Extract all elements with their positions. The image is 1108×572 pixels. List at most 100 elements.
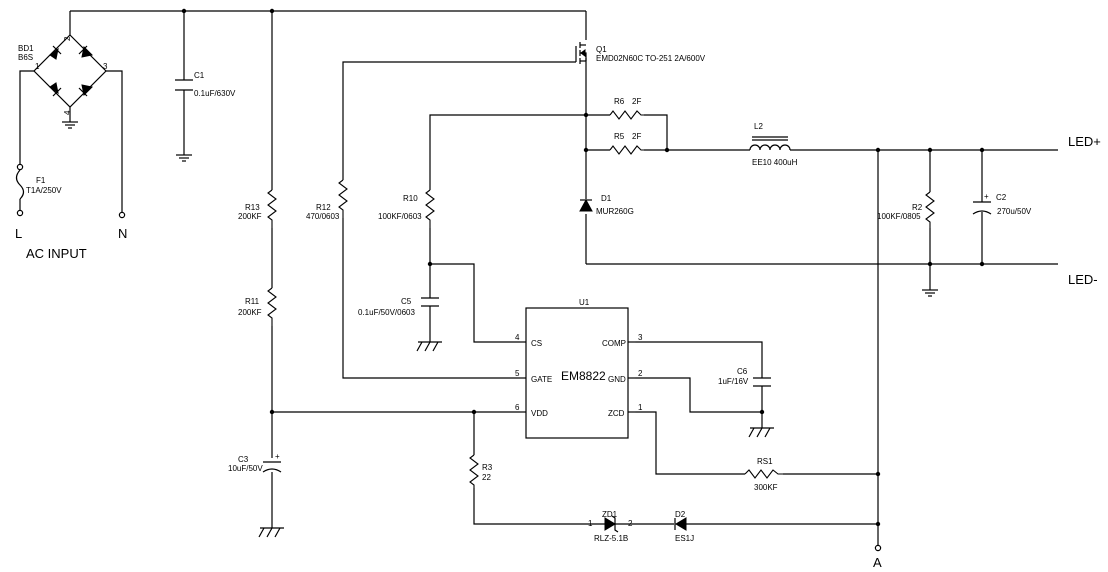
resistor-r10: R10 100KF/0603 — [378, 189, 435, 228]
mosfet-q1: Q1 EMD02N60C TO-251 2A/600V — [575, 42, 706, 64]
bd1-pin-3: 3 — [103, 62, 108, 71]
c3-value: 10uF/50V — [228, 464, 263, 473]
wires — [19, 10, 1058, 545]
chassis-ground-icon — [416, 341, 442, 352]
c5-value: 0.1uF/50V/0603 — [358, 308, 415, 317]
resistor-r3: R3 22 — [469, 454, 493, 488]
capacitor-c5: C5 0.1uF/50V/0603 — [358, 297, 439, 317]
d1-ref: D1 — [601, 194, 612, 203]
zd1-pin1: 1 — [588, 519, 593, 528]
c1-ref: C1 — [194, 71, 205, 80]
u1-pin3-num: 3 — [638, 333, 643, 342]
chassis-ground-icon — [748, 427, 774, 438]
r12-value: 470/0603 — [306, 212, 340, 221]
l2-value: EE10 400uH — [752, 158, 798, 167]
ground-icon — [922, 289, 938, 297]
ic-u1: U1 EM8822 4 CS 5 GATE 6 VDD 3 COMP 2 GND… — [515, 298, 643, 439]
r3-value: 22 — [482, 473, 491, 482]
r6-ref: R6 — [614, 97, 625, 106]
zd1-value: RLZ-5.1B — [594, 534, 628, 543]
output-labels: LED+ LED- A — [873, 134, 1101, 570]
diode-d1: D1 MUR260G — [579, 185, 634, 216]
inductor-l2: L2 EE10 400uH — [749, 122, 798, 167]
resistor-r12: R12 470/0603 — [306, 179, 348, 221]
r6-value: 2F — [632, 97, 641, 106]
f1-value: T1A/250V — [26, 186, 62, 195]
zener-diode-zd1: ZD1 RLZ-5.1B 1 2 — [588, 510, 633, 543]
u1-pin6-num: 6 — [515, 403, 520, 412]
diode-d2: D2 ES1J — [674, 510, 694, 543]
r5-value: 2F — [632, 132, 641, 141]
r5-ref: R5 — [614, 132, 625, 141]
led-plus-label: LED+ — [1068, 134, 1101, 149]
q1-value: EMD02N60C TO-251 2A/600V — [596, 54, 706, 63]
r10-value: 100KF/0603 — [378, 212, 422, 221]
c3-ref: C3 — [238, 455, 249, 464]
c2-plus: + — [984, 192, 989, 201]
rs1-ref: RS1 — [757, 457, 773, 466]
r13-ref: R13 — [245, 203, 260, 212]
d1-value: MUR260G — [596, 207, 634, 216]
u1-pin-cs: CS — [531, 339, 542, 348]
r3-ref: R3 — [482, 463, 493, 472]
c6-ref: C6 — [737, 367, 748, 376]
ground-icon — [176, 154, 192, 162]
capacitor-c2: + C2 270u/50V — [972, 192, 1032, 216]
u1-pin-gnd: GND — [608, 375, 626, 384]
u1-pin-comp: COMP — [602, 339, 626, 348]
u1-pin-gate: GATE — [531, 375, 552, 384]
junction-dots — [181, 8, 985, 527]
zd1-ref: ZD1 — [602, 510, 618, 519]
rs1-value: 300KF — [754, 483, 778, 492]
bd1-pin-2: 2 — [63, 36, 72, 41]
ground-symbols — [62, 121, 938, 538]
capacitor-c6: C6 1uF/16V — [718, 367, 771, 387]
bd1-value: B6S — [18, 53, 33, 62]
resistor-rs1: RS1 300KF — [744, 457, 783, 492]
u1-pin5-num: 5 — [515, 369, 520, 378]
d2-ref: D2 — [675, 510, 686, 519]
r11-ref: R11 — [245, 297, 260, 306]
u1-pin-zcd: ZCD — [608, 409, 625, 418]
resistor-r11: R11 200KF — [238, 287, 277, 326]
terminal-l-label: L — [15, 226, 22, 241]
f1-ref: F1 — [36, 176, 46, 185]
u1-pin2-num: 2 — [638, 369, 643, 378]
resistor-r5: R5 2F — [609, 132, 644, 155]
r2-value: 100KF/0805 — [877, 212, 921, 221]
c5-ref: C5 — [401, 297, 412, 306]
c1-value: 0.1uF/630V — [194, 89, 236, 98]
c2-ref: C2 — [996, 193, 1007, 202]
terminal-n-label: N — [118, 226, 127, 241]
r13-value: 200KF — [238, 212, 262, 221]
r11-value: 200KF — [238, 308, 262, 317]
d2-value: ES1J — [675, 534, 694, 543]
u1-part-name: EM8822 — [561, 369, 606, 383]
u1-ref: U1 — [579, 298, 590, 307]
bd1-ref: BD1 — [18, 44, 34, 53]
ground-icon — [62, 121, 78, 129]
bd1-pin-1: 1 — [35, 62, 40, 71]
resistor-r6: R6 2F — [609, 97, 644, 120]
resistor-r13: R13 200KF — [238, 189, 277, 228]
capacitor-c3: + C3 10uF/50V — [228, 452, 282, 473]
bd1-pin-4: 4 — [63, 110, 72, 115]
zd1-pin2: 2 — [628, 519, 633, 528]
c3-plus: + — [275, 452, 280, 461]
ac-input-label: AC INPUT — [26, 246, 87, 261]
r12-ref: R12 — [316, 203, 331, 212]
u1-pin4-num: 4 — [515, 333, 520, 342]
input-section: F1 T1A/250V L N AC INPUT — [15, 163, 127, 261]
led-minus-label: LED- — [1068, 272, 1098, 287]
bridge-rectifier-bd1: BD1 B6S 1 2 3 4 — [18, 34, 108, 115]
c2-value: 270u/50V — [997, 207, 1032, 216]
q1-ref: Q1 — [596, 45, 607, 54]
resistor-r2: R2 100KF/0805 — [877, 191, 935, 228]
u1-pin1-num: 1 — [638, 403, 643, 412]
node-a-label: A — [873, 555, 882, 570]
r10-ref: R10 — [403, 194, 418, 203]
l2-ref: L2 — [754, 122, 763, 131]
capacitor-c1: C1 0.1uF/630V — [175, 71, 236, 98]
r2-ref: R2 — [912, 203, 923, 212]
